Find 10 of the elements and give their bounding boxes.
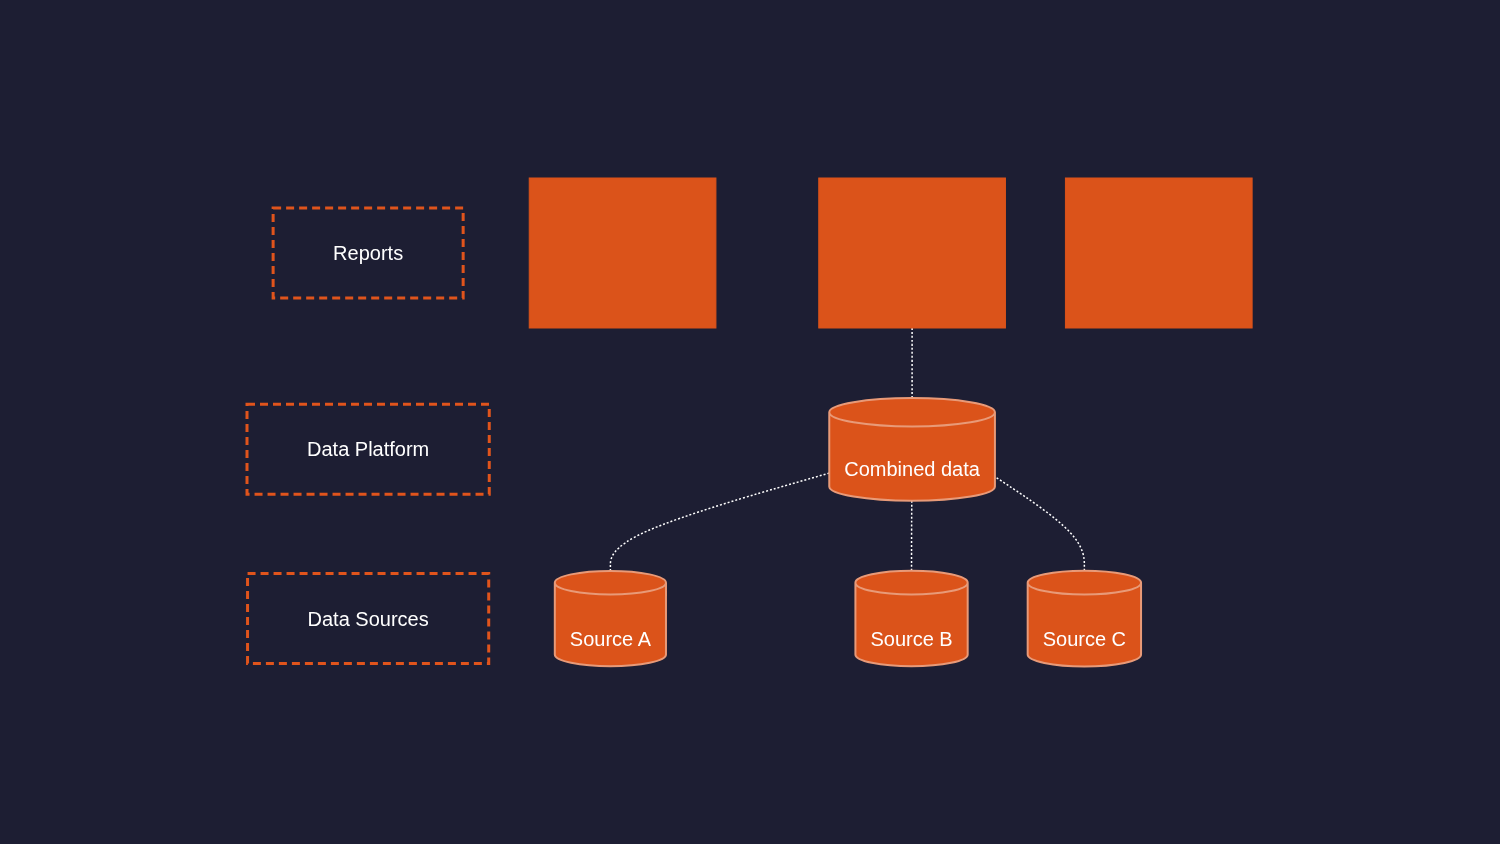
connector (994, 475, 1086, 572)
node-box (1065, 177, 1254, 329)
node-box: Data Sources (246, 571, 491, 665)
node-box (818, 177, 1007, 329)
node-box: Data Platform (245, 402, 492, 496)
node-box (529, 177, 717, 329)
connector (610, 472, 831, 572)
connector (911, 499, 913, 572)
connector (911, 327, 914, 399)
node-box: Reports (272, 206, 466, 300)
